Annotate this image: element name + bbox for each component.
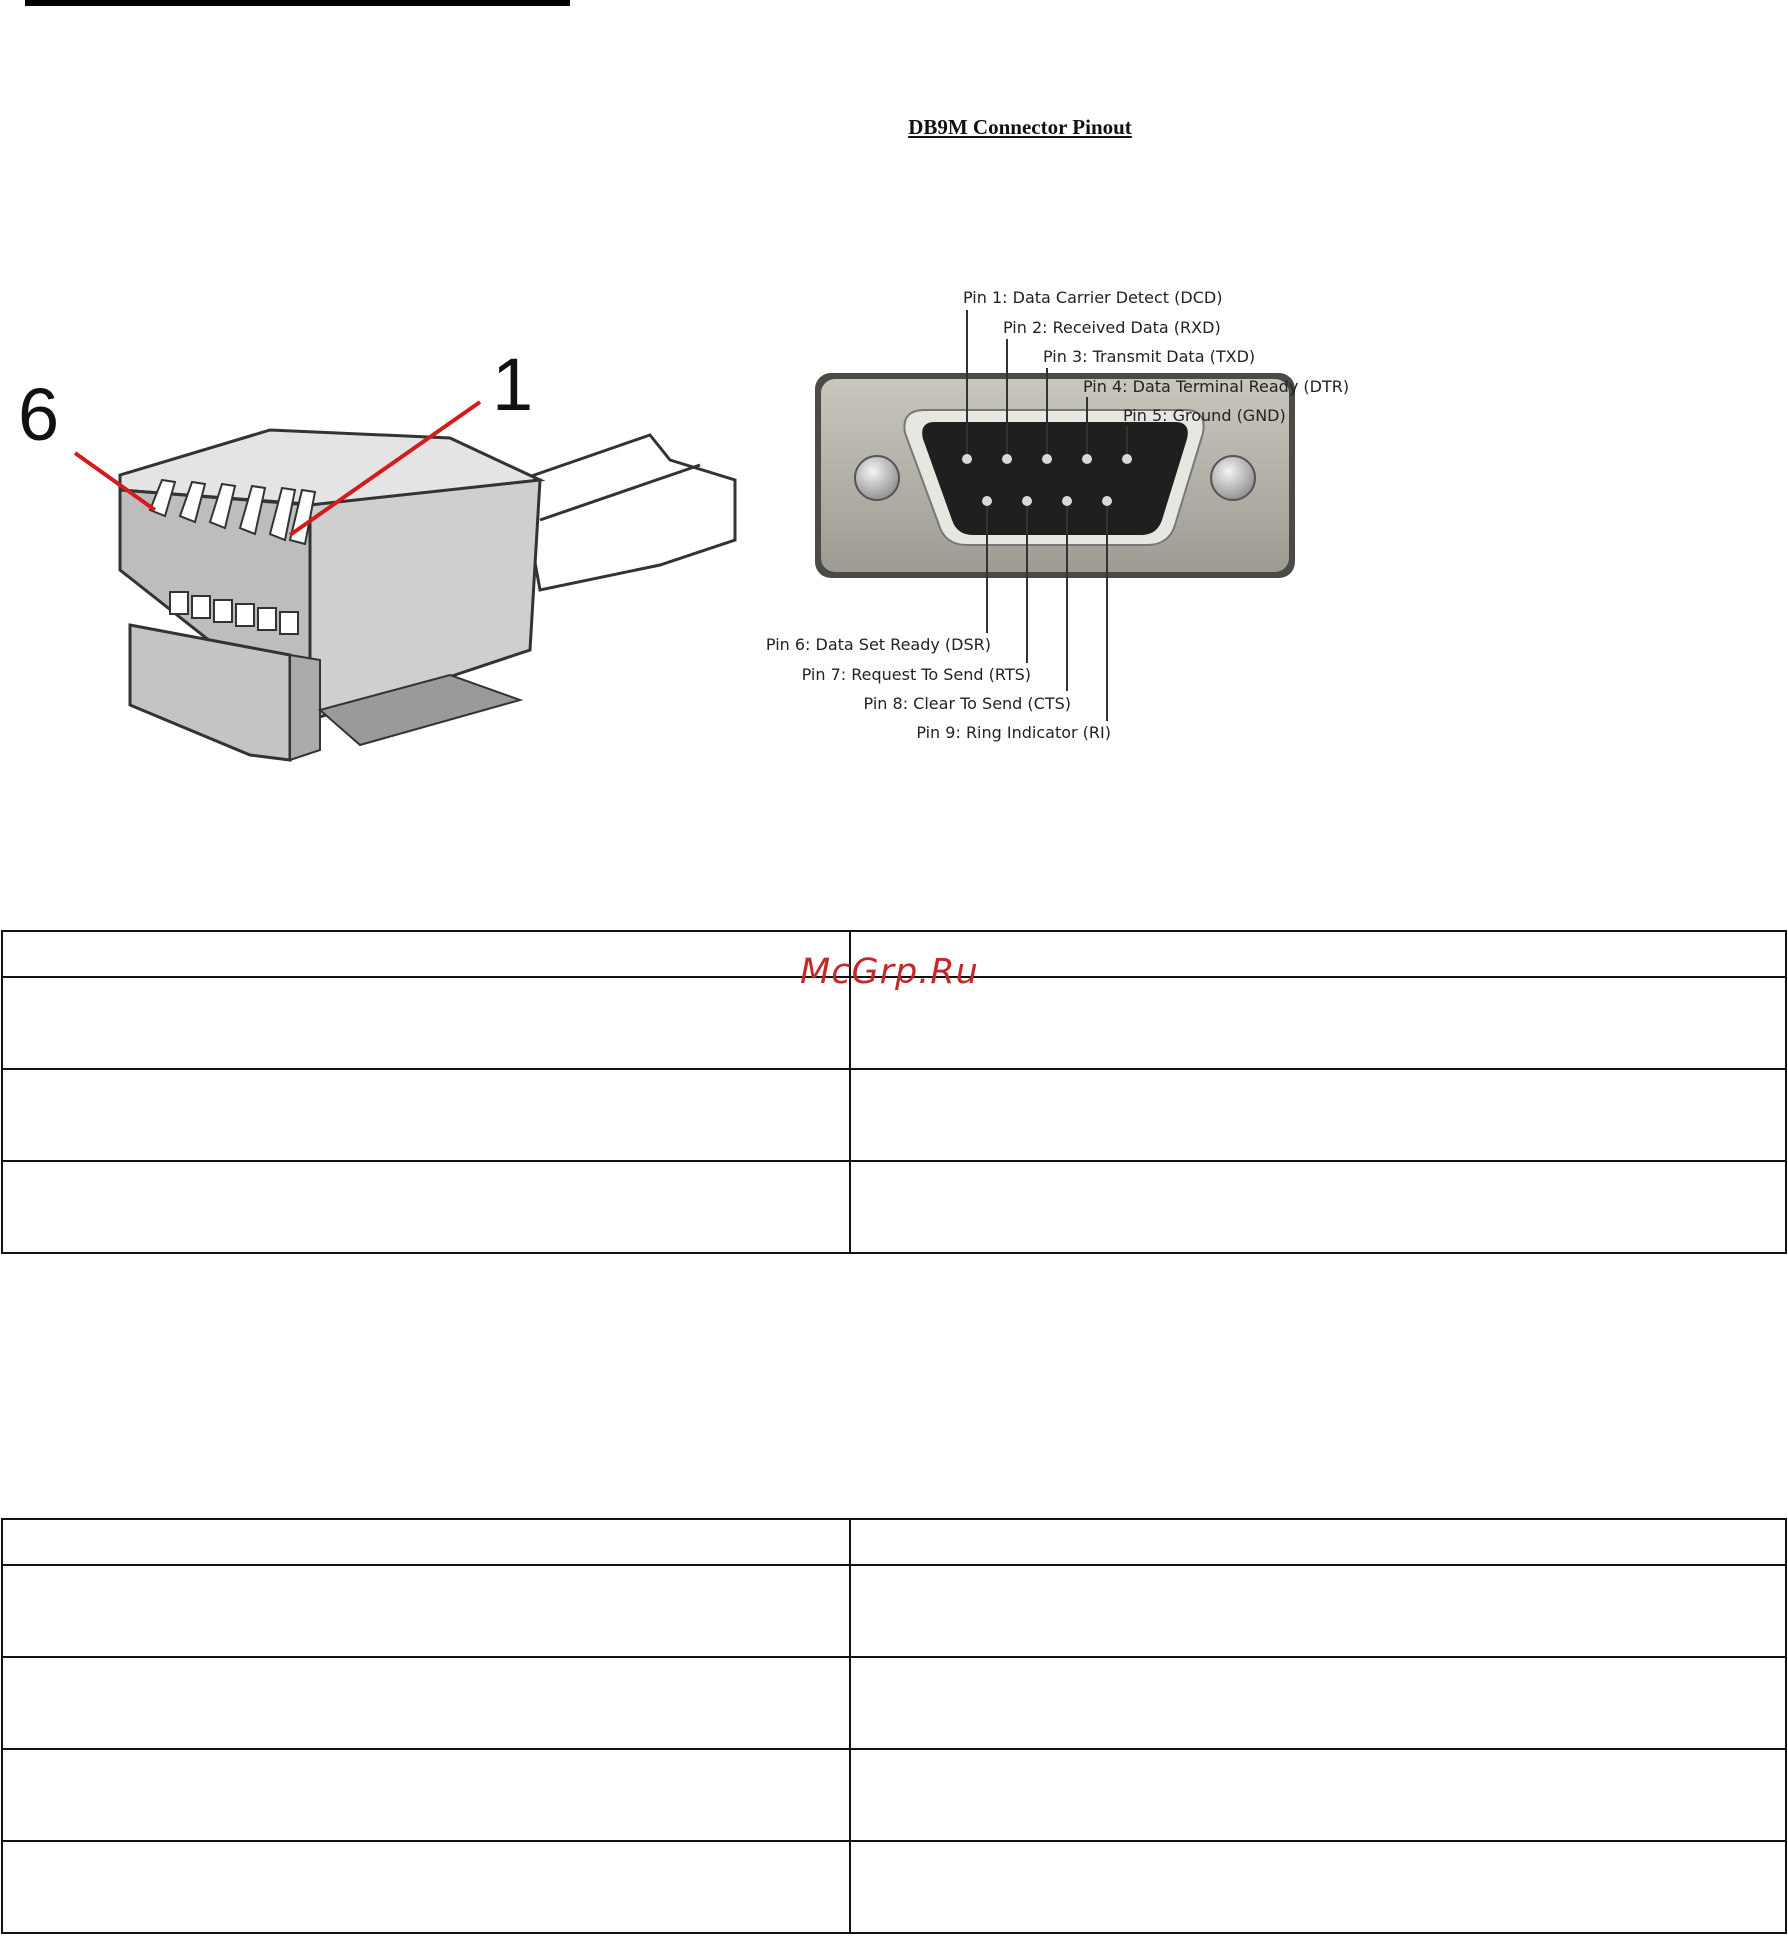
- db9-pin-1-label: Pin 1: Data Carrier Detect (DCD): [963, 288, 1222, 307]
- db9-pinout-figure: DB9M Connector Pinout: [755, 105, 1365, 765]
- table-row: [1, 1564, 1787, 1658]
- table-cell: [1, 1160, 851, 1254]
- table-row: [1, 1656, 1787, 1750]
- db9-title: DB9M Connector Pinout: [908, 115, 1132, 139]
- rj-plug-illustration: 6 1: [18, 343, 737, 762]
- table-row: [1, 1068, 1787, 1162]
- table-cell: [849, 1068, 1787, 1162]
- top-rule: [25, 0, 570, 6]
- table-cell: [1, 976, 851, 1070]
- table-cell: [1, 1518, 851, 1566]
- db9-pin-2-label: Pin 2: Received Data (RXD): [1003, 318, 1221, 337]
- table-cell: [849, 1748, 1787, 1842]
- table-row: [1, 1748, 1787, 1842]
- table-cell: [849, 1656, 1787, 1750]
- db9-pin-5-label: Pin 5: Ground (GND): [1123, 406, 1286, 425]
- pin-label-6: 6: [18, 373, 59, 456]
- table-cell: [849, 1518, 1787, 1566]
- table-cell: [1, 1656, 851, 1750]
- db9-diagram: Pin 1: Data Carrier Detect (DCD) Pin 2: …: [766, 288, 1349, 742]
- db9-pin-6-label: Pin 6: Data Set Ready (DSR): [766, 635, 991, 654]
- leader-line-1: [288, 400, 482, 537]
- watermark: McGrp.Ru: [800, 952, 979, 992]
- table-cell: [1, 1564, 851, 1658]
- table-header-row: [1, 930, 1787, 978]
- table-cell: [849, 1160, 1787, 1254]
- table-header-row: [1, 1518, 1787, 1566]
- pin-label-1: 1: [492, 343, 533, 426]
- table-cell: [1, 1068, 851, 1162]
- table-cell: [1, 1840, 851, 1934]
- table-cell: [1, 1748, 851, 1842]
- table-row: [1, 1840, 1787, 1934]
- db9-pin-9-label: Pin 9: Ring Indicator (RI): [916, 723, 1111, 742]
- db9-pin-8-label: Pin 8: Clear To Send (CTS): [864, 694, 1071, 713]
- table-cell: [1, 930, 851, 978]
- db9-pin-3-label: Pin 3: Transmit Data (TXD): [1043, 347, 1255, 366]
- table-row: [1, 1160, 1787, 1254]
- table-cell: [849, 1840, 1787, 1934]
- table-cell: [849, 1564, 1787, 1658]
- leader-line-6: [73, 451, 157, 512]
- table-cell: [849, 976, 1787, 1070]
- table-row: [1, 976, 1787, 1070]
- db9-pin-4-label: Pin 4: Data Terminal Ready (DTR): [1083, 377, 1349, 396]
- db9-pin-7-label: Pin 7: Request To Send (RTS): [802, 665, 1031, 684]
- table-1: [1, 930, 1787, 1254]
- table-cell: [849, 930, 1787, 978]
- table-2: [1, 1518, 1787, 1934]
